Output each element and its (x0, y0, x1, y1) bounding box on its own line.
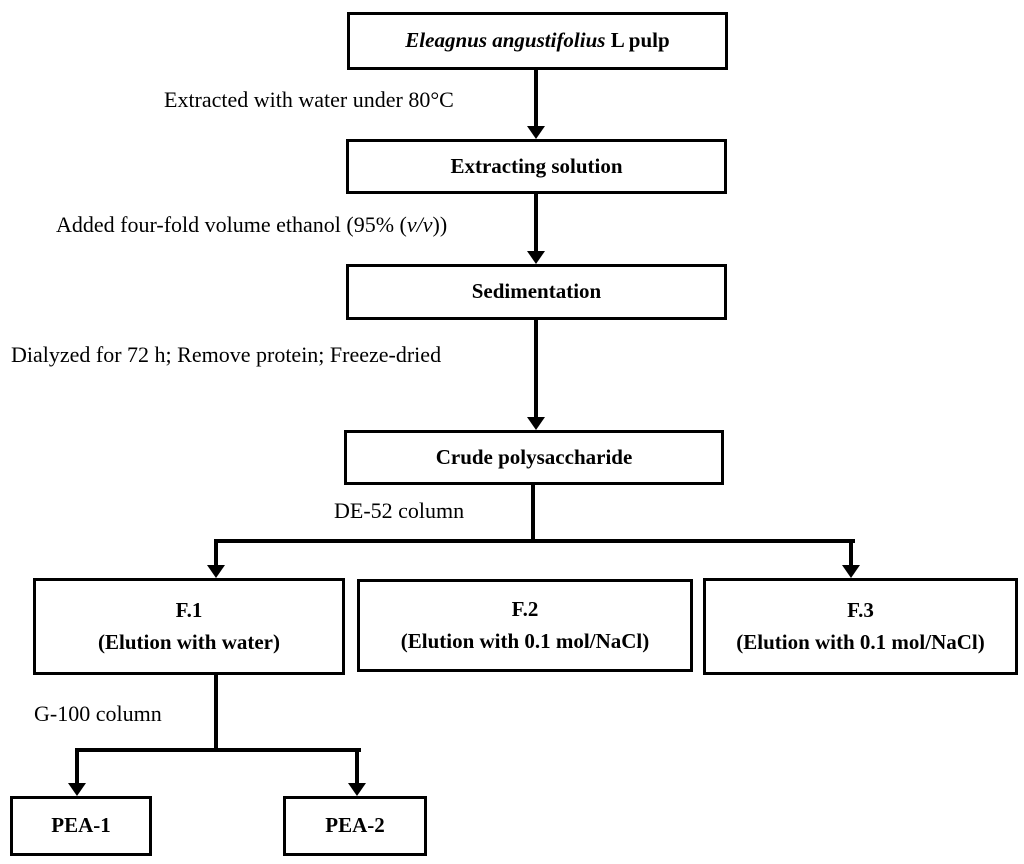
arrowhead-to-sedimentation (527, 251, 545, 264)
connector-de52-branch-line (214, 539, 855, 543)
edge-label-de52-column: DE-52 column (334, 498, 465, 523)
arrowhead-to-pea1 (68, 783, 86, 796)
edge-label-g100-column: G-100 column (34, 701, 162, 726)
edge-label-added-ethanol: Added four-fold volume ethanol (95% (v/v… (56, 212, 447, 238)
node-pulp-rest: L pulp (605, 28, 670, 53)
node-pea1-label: PEA-1 (51, 813, 111, 838)
node-f2: F.2 (Elution with 0.1 mol/NaCl) (357, 579, 693, 672)
node-crude-polysaccharide-label: Crude polysaccharide (435, 444, 633, 469)
node-extracting-solution-label: Extracting solution (450, 153, 623, 178)
arrowhead-to-crude (527, 417, 545, 430)
node-f1: F.1 (Elution with water) (33, 578, 345, 675)
connector-branch-to-pea1-line (75, 748, 79, 784)
node-f2-subtitle: (Elution with 0.1 mol/NaCl) (400, 629, 650, 653)
node-f3: F.3 (Elution with 0.1 mol/NaCl) (703, 578, 1018, 675)
node-f3-subtitle: (Elution with 0.1 mol/NaCl) (736, 630, 985, 654)
node-sedimentation-label: Sedimentation (471, 279, 602, 304)
node-f2-title: F.2 (511, 596, 539, 621)
arrowhead-to-f1 (207, 565, 225, 578)
connector-g100-branch-line (75, 748, 361, 752)
edge-label-added-ethanol-vv: v/v (406, 212, 433, 237)
node-pulp-latin-name: Eleagnus angustifolius (405, 28, 606, 53)
connector-f1-stem-line (214, 675, 218, 752)
node-crude-polysaccharide: Crude polysaccharide (344, 430, 724, 485)
node-f1-subtitle: (Elution with water) (98, 630, 280, 654)
arrowhead-to-extracting (527, 126, 545, 139)
node-extracting-solution: Extracting solution (346, 139, 727, 194)
connector-crude-stem-line (531, 485, 535, 543)
edge-label-extracted-with-water: Extracted with water under 80°C (164, 87, 454, 112)
node-pea2: PEA-2 (283, 796, 427, 856)
node-pea1: PEA-1 (10, 796, 152, 856)
node-pulp-label: Eleagnus angustifolius L pulp (405, 28, 669, 53)
node-sedimentation: Sedimentation (346, 264, 727, 320)
node-f1-title: F.1 (175, 597, 203, 622)
connector-branch-to-pea2-line (355, 748, 359, 784)
node-pea2-label: PEA-2 (325, 813, 385, 838)
connector-extracting-to-sedimentation-line (534, 194, 538, 252)
node-f3-title: F.3 (847, 597, 874, 622)
connector-branch-to-f1-line (214, 539, 218, 567)
arrowhead-to-f3 (842, 565, 860, 578)
node-pulp: Eleagnus angustifolius L pulp (347, 12, 728, 70)
edge-label-added-ethanol-pre: Added four-fold volume ethanol (95% ( (56, 212, 407, 237)
connector-sedimentation-to-crude-line (534, 320, 538, 418)
connector-pulp-to-extracting-line (534, 70, 538, 128)
connector-branch-to-f3-line (849, 539, 853, 567)
edge-label-added-ethanol-post: )) (432, 212, 448, 237)
arrowhead-to-pea2 (348, 783, 366, 796)
edge-label-dialyzed: Dialyzed for 72 h; Remove protein; Freez… (11, 342, 442, 367)
